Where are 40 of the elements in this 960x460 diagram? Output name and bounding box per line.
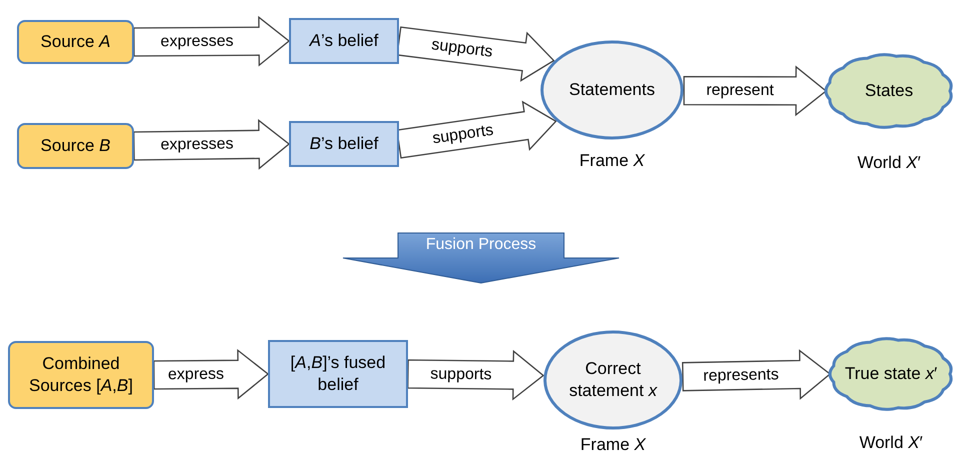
node-label: Correct statement x [568, 358, 658, 402]
block-arrow [133, 16, 290, 67]
edge-label: supports [430, 366, 492, 383]
node-label: B’s belief [310, 132, 378, 155]
belief-box [289, 18, 399, 64]
node-label: Source A [40, 30, 110, 53]
block-arrow [682, 349, 832, 400]
edge-label: represents [703, 366, 780, 384]
edge-label: expresses [160, 33, 233, 50]
belief-box [268, 340, 408, 408]
node-label: World X′ [857, 152, 921, 174]
node-label: States [864, 80, 914, 102]
node-label: A’s belief [310, 30, 378, 52]
block-arrow [396, 26, 555, 82]
node-label: [A,B]’s fused belief [289, 352, 387, 396]
edge-label: supports [431, 122, 494, 148]
process-arrow [342, 232, 620, 284]
edge-label: express [168, 366, 224, 383]
node-label: Frame X [579, 150, 645, 172]
node-label: Combined Sources [A,B] [28, 352, 134, 397]
statement-ellipse [540, 40, 684, 140]
node-label: Source B [40, 134, 110, 157]
edge-label: supports [430, 37, 493, 61]
source-box [17, 123, 134, 169]
block-arrow [407, 350, 544, 401]
block-arrow [153, 348, 270, 400]
node-label: True state x′ [844, 362, 938, 385]
source-box [17, 20, 134, 64]
edge-label: expresses [160, 136, 234, 154]
block-arrow [133, 119, 290, 170]
source-box [8, 341, 154, 409]
node-label: Statements [569, 78, 655, 101]
belief-box [289, 121, 399, 167]
block-arrow [396, 100, 557, 159]
node-label: Fusion Process [426, 235, 536, 255]
node-label: World X′ [859, 432, 923, 454]
edge-label: represent [706, 82, 774, 99]
node-label: Frame X [580, 434, 646, 456]
statement-ellipse [543, 330, 683, 430]
block-arrow [683, 66, 828, 116]
